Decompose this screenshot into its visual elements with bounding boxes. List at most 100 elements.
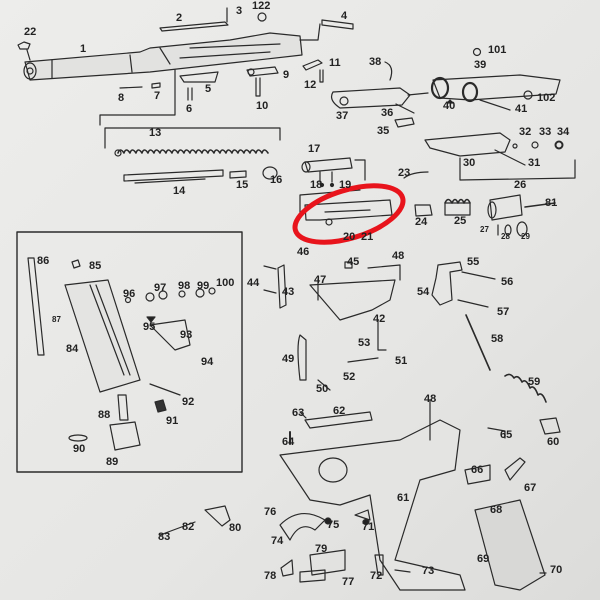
part-label-3: 3 [236,5,243,17]
part-label-25: 25 [454,215,467,227]
part-label-9: 9 [283,69,290,81]
part-label-122: 122 [252,0,271,12]
part-label-10: 10 [256,100,269,112]
part-label-77: 77 [342,576,355,588]
part-label-53: 53 [358,337,371,349]
part-label-84: 84 [66,343,79,355]
part-label-29: 29 [521,232,530,241]
part-label-66: 66 [471,464,484,476]
part-label-42: 42 [373,313,386,325]
part-label-45: 45 [347,256,360,268]
part-label-74: 74 [271,535,284,547]
part-label-81: 81 [545,197,558,209]
part-20-21-drawing [299,189,393,226]
part-label-46: 46 [297,246,310,258]
part-label-100: 100 [216,277,235,289]
part-label-61: 61 [397,492,410,504]
part-label-69: 69 [477,553,490,565]
part-label-40: 40 [443,100,456,112]
part-label-48: 48 [424,393,437,405]
magazine-drawing [27,257,216,451]
part-label-57: 57 [497,306,510,318]
part-label-24: 24 [415,216,428,228]
part-label-76: 76 [264,506,277,518]
part-label-70: 70 [550,564,563,576]
part-label-8: 8 [118,92,125,104]
part-label-60: 60 [547,436,560,448]
part-label-5: 5 [205,83,212,95]
part-label-43: 43 [282,286,295,298]
magazine-inset-box [16,231,243,473]
part-label-79: 79 [315,543,328,555]
part-label-75: 75 [327,519,340,531]
part-label-35: 35 [377,125,390,137]
part-label-50: 50 [316,383,329,395]
part-label-4: 4 [341,10,348,22]
part-label-65: 65 [500,429,513,441]
part-label-67: 67 [524,482,537,494]
part-label-90: 90 [73,443,86,455]
part-label-7: 7 [154,90,161,102]
part-label-31: 31 [528,157,541,169]
part-label-68: 68 [490,504,503,516]
part-label-18: 18 [310,179,323,191]
recoil-group-drawing [104,127,366,188]
part-label-38: 38 [369,56,382,68]
part-label-91: 91 [166,415,179,427]
part-label-92: 92 [182,396,195,408]
part-label-54: 54 [417,286,430,298]
part-label-80: 80 [229,522,242,534]
part-label-15: 15 [236,179,249,191]
hammer-group-drawing [431,261,561,435]
part-label-36: 36 [381,107,394,119]
part-label-87: 87 [52,315,61,324]
part-label-20: 20 [343,231,356,243]
part-label-58: 58 [491,333,504,345]
part-label-34: 34 [557,126,570,138]
part-label-11: 11 [329,57,341,69]
part-label-19: 19 [339,179,352,191]
part-label-93: 93 [180,329,193,341]
sear-assembly-drawing [263,261,401,391]
part-label-62: 62 [333,405,346,417]
part-label-12: 12 [304,79,317,91]
part-label-39: 39 [474,59,487,71]
part-label-85: 85 [89,260,102,272]
part-label-16: 16 [270,174,283,186]
part-label-72: 72 [370,570,383,582]
part-label-6: 6 [186,103,193,115]
part-label-98: 98 [178,280,191,292]
part-label-51: 51 [395,355,408,367]
toggle-assembly-drawing [330,47,576,181]
part-label-83: 83 [158,531,171,543]
part-label-73: 73 [422,565,435,577]
part-label-44: 44 [247,277,260,289]
part-label-27: 27 [480,225,489,234]
frame-grip-drawing [159,399,547,591]
part-label-28: 28 [501,232,510,241]
part-label-48: 48 [392,250,405,262]
part-label-86: 86 [37,255,50,267]
part-label-55: 55 [467,256,480,268]
part-label-52: 52 [343,371,356,383]
part-label-56: 56 [501,276,514,288]
part-label-89: 89 [106,456,119,468]
part-label-14: 14 [173,185,186,197]
part-label-49: 49 [282,353,295,365]
part-label-94: 94 [201,356,214,368]
part-label-32: 32 [519,126,532,138]
part-label-33: 33 [539,126,552,138]
part-label-41: 41 [515,103,528,115]
barrel-assembly-drawing [17,7,354,126]
part-label-82: 82 [182,521,195,533]
part-label-13: 13 [149,127,162,139]
part-label-101: 101 [488,44,507,56]
part-label-37: 37 [336,110,349,122]
part-label-22: 22 [24,26,37,38]
part-label-78: 78 [264,570,277,582]
part-label-17: 17 [308,143,321,155]
part-label-1: 1 [80,43,87,55]
part-label-2: 2 [176,12,183,24]
